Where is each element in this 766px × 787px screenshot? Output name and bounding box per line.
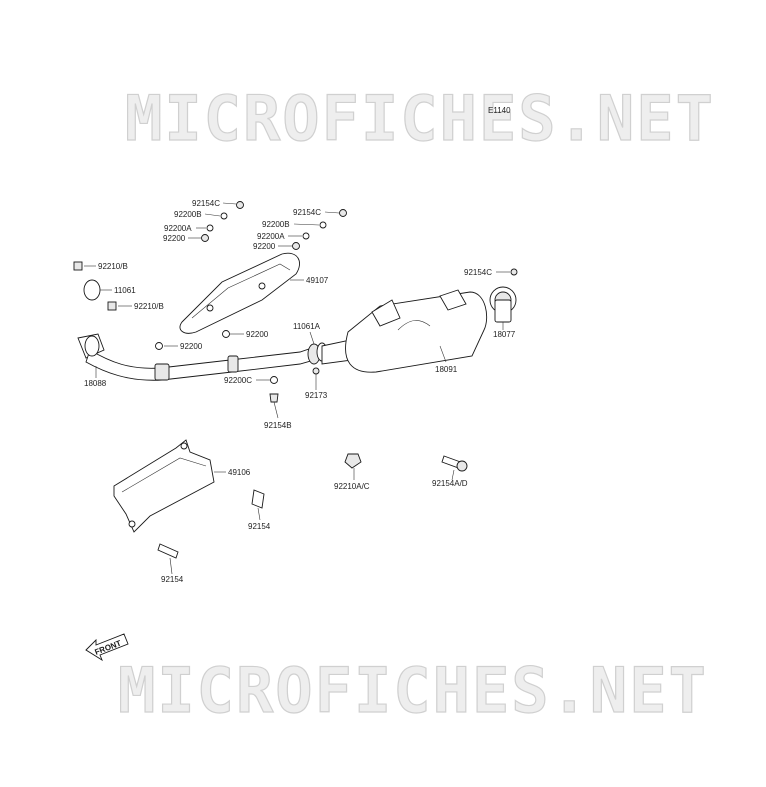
- label-92154-a: 92154: [248, 522, 271, 531]
- front-arrow-icon: FRONT: [85, 633, 129, 662]
- label-92200-d: 92200: [180, 342, 203, 351]
- label-18077: 18077: [493, 330, 516, 339]
- label-92173: 92173: [305, 391, 328, 400]
- label-92200-a: 92200: [163, 234, 186, 243]
- heat-shield-49107: [179, 252, 300, 334]
- label-49106: 49106: [228, 468, 251, 477]
- label-49107: 49107: [306, 276, 329, 285]
- label-92154c-b: 92154C: [293, 208, 321, 217]
- label-92154c-c: 92154C: [464, 268, 492, 277]
- label-18091: 18091: [435, 365, 458, 374]
- watermark-top: MICROFICHES.NET: [125, 82, 715, 155]
- leader-lines: [84, 202, 510, 575]
- label-92210b-b: 92210/B: [134, 302, 164, 311]
- label-92200b-b: 92200B: [262, 220, 290, 229]
- exhaust-pipe-18088: [77, 333, 315, 381]
- label-92154c-a: 92154C: [192, 199, 220, 208]
- label-92200a-b: 92200A: [257, 232, 285, 241]
- label-92200-c: 92200: [246, 330, 269, 339]
- part-labels: 92154C 92200B 92200A 92200 92154C 92200B…: [84, 199, 516, 584]
- label-92210ac: 92210A/C: [334, 482, 370, 491]
- label-92200a-a: 92200A: [164, 224, 192, 233]
- label-11061a: 11061A: [293, 322, 321, 331]
- label-92154b: 92154B: [264, 421, 292, 430]
- hardware: [73, 201, 468, 559]
- label-92200b-a: 92200B: [174, 210, 202, 219]
- diagram-code: E1140: [488, 106, 511, 115]
- muffler-18091: [321, 289, 488, 373]
- label-92154-b: 92154: [161, 575, 184, 584]
- label-92200c: 92200C: [224, 376, 252, 385]
- label-92200-b: 92200: [253, 242, 276, 251]
- label-92210b-a: 92210/B: [98, 262, 128, 271]
- label-18088: 18088: [84, 379, 107, 388]
- label-11061: 11061: [114, 286, 136, 295]
- heat-shield-49106: [113, 439, 215, 533]
- watermark-bottom: MICROFICHES.NET: [118, 654, 708, 727]
- bolt-92154c-tail: [510, 268, 518, 276]
- tail-pipe-18077: [489, 286, 517, 323]
- label-92154ad: 92154A/D: [432, 479, 468, 488]
